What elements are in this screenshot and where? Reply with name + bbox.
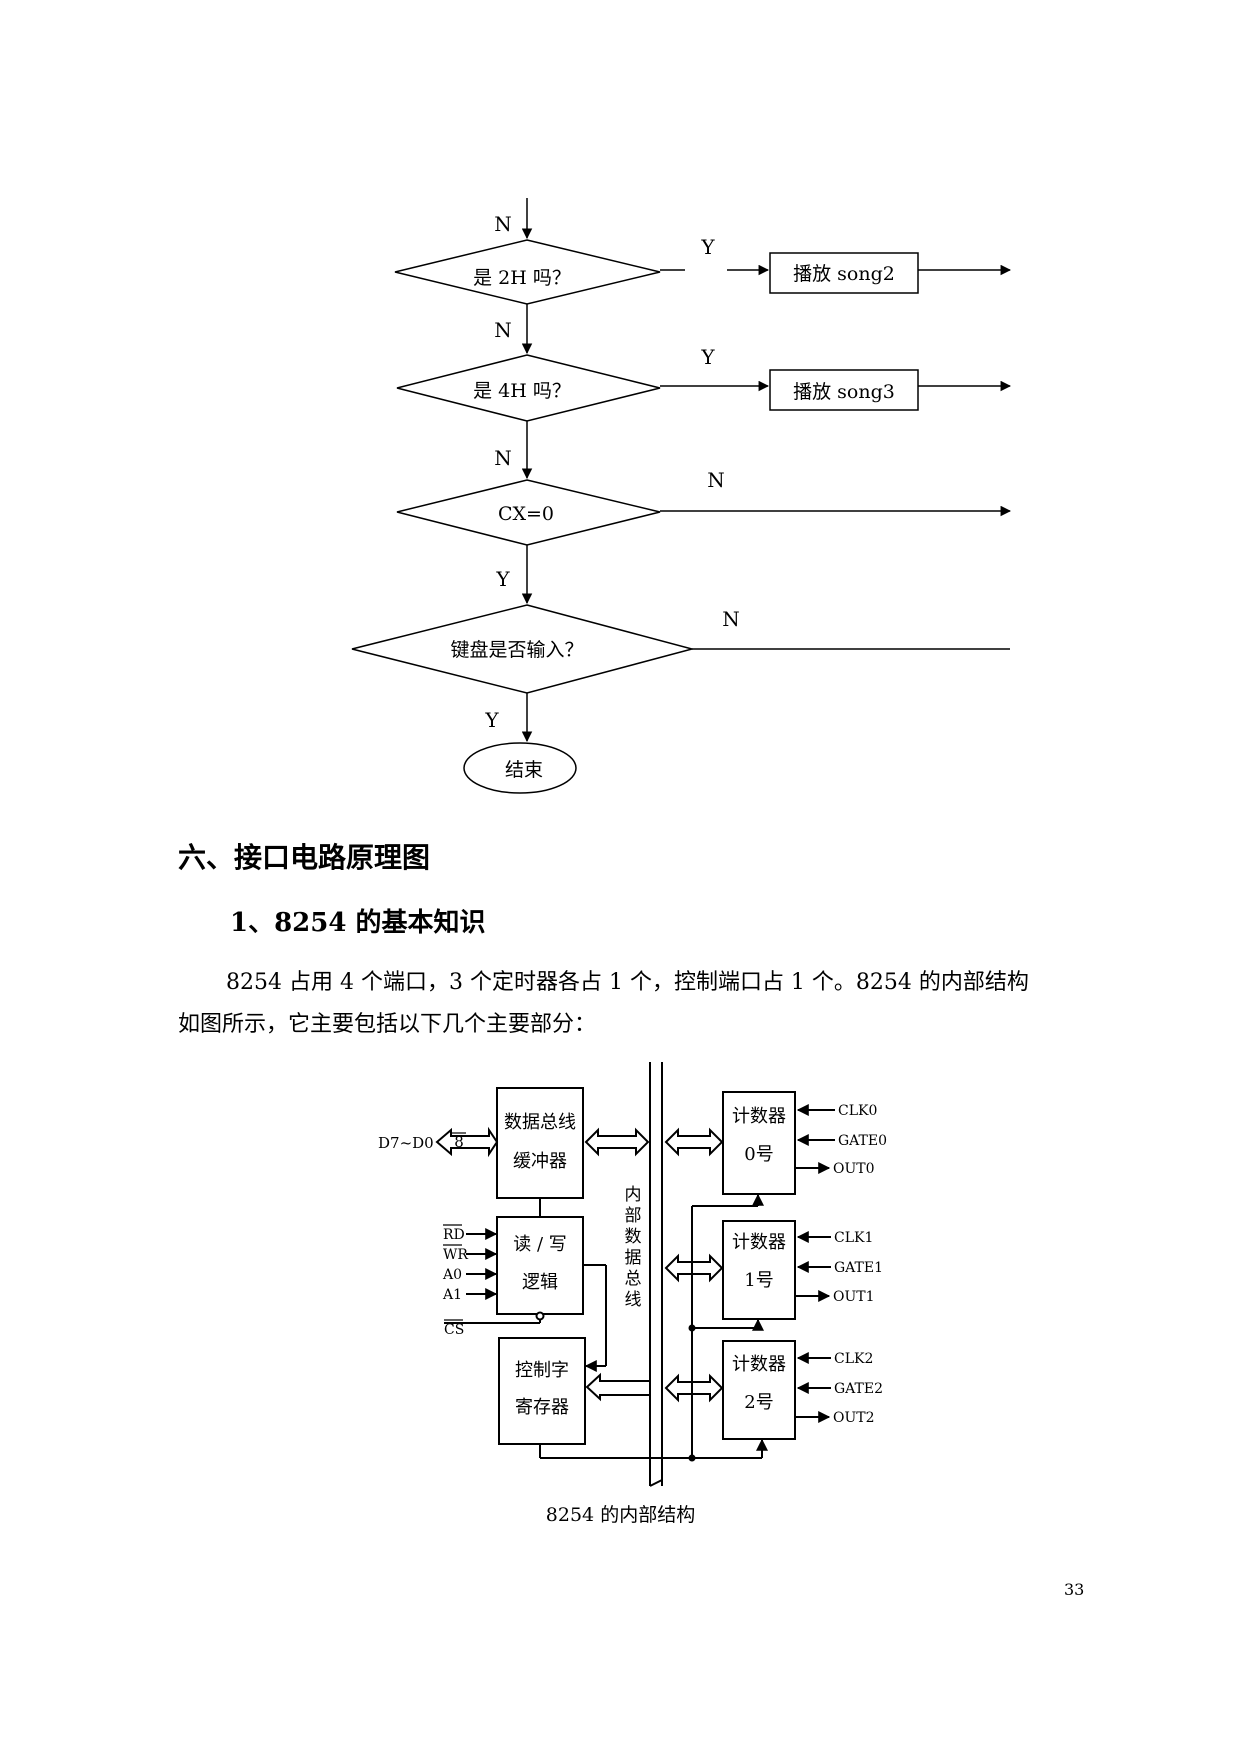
junction-dot [688, 1454, 696, 1462]
figure-caption: 8254 的内部结构 [545, 1504, 696, 1526]
bus-width-label: 8 [454, 1133, 464, 1151]
bus-double-arrow [664, 1373, 724, 1403]
control-register-block [498, 1337, 586, 1445]
clk-label: CLK2 [834, 1351, 873, 1367]
counter-number: 1号 [744, 1270, 773, 1291]
body-paragraph: 8254 占用 4 个端口，3 个定时器各占 1 个，控制端口占 1 个。825… [178, 962, 1094, 1046]
internal-bus-line [649, 1479, 663, 1487]
clk-label: CLK1 [834, 1230, 873, 1246]
clk-label: CLK0 [838, 1103, 877, 1119]
internal-bus-char: 线 [625, 1290, 642, 1310]
cs-input-label: CS [444, 1322, 464, 1338]
flow-label: N [722, 607, 740, 631]
flow-label: Y [700, 235, 715, 259]
decision-label: CX=0 [498, 503, 554, 525]
internal-bus-char: 总 [625, 1269, 642, 1289]
decision-label: 是 4H 吗？ [473, 380, 571, 402]
flowchart: N Y N Y N N Y N Y 是 2H 吗？ 是 4H 吗？ CX=0 键… [351, 198, 1012, 794]
gate-label: GATE0 [838, 1133, 887, 1149]
flow-label: Y [484, 708, 499, 732]
bus-double-arrow [584, 1127, 650, 1157]
paragraph-line: 如图所示，它主要包括以下几个主要部分： [178, 1012, 597, 1037]
rd-input-label: RD [443, 1227, 465, 1243]
buffer-label: 缓冲器 [513, 1151, 567, 1172]
action-box [769, 252, 919, 294]
internal-bus-char: 据 [625, 1248, 642, 1268]
action-label: 播放 song2 [793, 263, 895, 285]
cs-bubble [535, 1311, 545, 1321]
data-bus-label: D7~D0 [378, 1134, 434, 1152]
decision-label: 是 2H 吗？ [473, 267, 571, 289]
rw-logic-label: 读 / 写 [513, 1234, 567, 1255]
out-label: OUT2 [833, 1410, 875, 1426]
counter-title: 计数器 [732, 1232, 786, 1253]
out-label: OUT1 [833, 1289, 875, 1305]
internal-bus-char: 内 [625, 1185, 642, 1205]
data-bus-buffer-block [496, 1087, 584, 1199]
decision-label: 键盘是否输入？ [450, 639, 583, 661]
subsection-heading: 1、8254 的基本知识 [230, 908, 486, 938]
internal-bus-char: 数 [625, 1227, 642, 1247]
flow-label: Y [700, 345, 715, 369]
a0-input-label: A0 [442, 1267, 462, 1283]
rw-logic-label: 逻辑 [522, 1272, 558, 1293]
flow-label: N [707, 468, 725, 492]
flow-label: N [494, 318, 512, 342]
rw-logic-block [496, 1216, 584, 1315]
8254-structure-diagram: D7~D0 8 数据总线 缓冲器 读 / 写 逻辑 控制字 寄存器 计数器 0号… [378, 1062, 887, 1487]
control-register-label: 寄存器 [515, 1397, 569, 1418]
bus-double-arrow [664, 1127, 724, 1157]
counter-0-block [722, 1091, 796, 1195]
section-heading: 六、接口电路原理图 [178, 841, 431, 874]
out-label: OUT0 [833, 1161, 875, 1177]
flow-label: N [494, 212, 512, 236]
counter-number: 0号 [744, 1144, 773, 1165]
counter-title: 计数器 [732, 1106, 786, 1127]
junction-dot [688, 1324, 696, 1332]
data-bus-arrow [435, 1126, 499, 1158]
buffer-label: 数据总线 [504, 1112, 576, 1133]
flow-label: N [494, 446, 512, 470]
action-box [769, 369, 919, 411]
action-label: 播放 song3 [793, 381, 895, 403]
terminal-shape [463, 742, 577, 794]
bus-to-control-arrow [585, 1372, 651, 1402]
flow-label: Y [495, 567, 510, 591]
gate-label: GATE1 [834, 1260, 883, 1276]
gate-label: GATE2 [834, 1381, 883, 1397]
a1-input-label: A1 [442, 1287, 462, 1303]
counter-title: 计数器 [732, 1354, 786, 1375]
counter-1-block [722, 1220, 796, 1320]
paragraph-line: 8254 占用 4 个端口，3 个定时器各占 1 个，控制端口占 1 个。825… [226, 970, 1029, 995]
control-register-label: 控制字 [515, 1360, 569, 1381]
terminal-label: 结束 [505, 759, 543, 781]
internal-bus-char: 部 [625, 1206, 642, 1226]
bus-double-arrow [664, 1253, 724, 1283]
page-number: 33 [1064, 1580, 1085, 1599]
counter-number: 2号 [744, 1392, 773, 1413]
wr-input-label: WR [443, 1247, 468, 1263]
